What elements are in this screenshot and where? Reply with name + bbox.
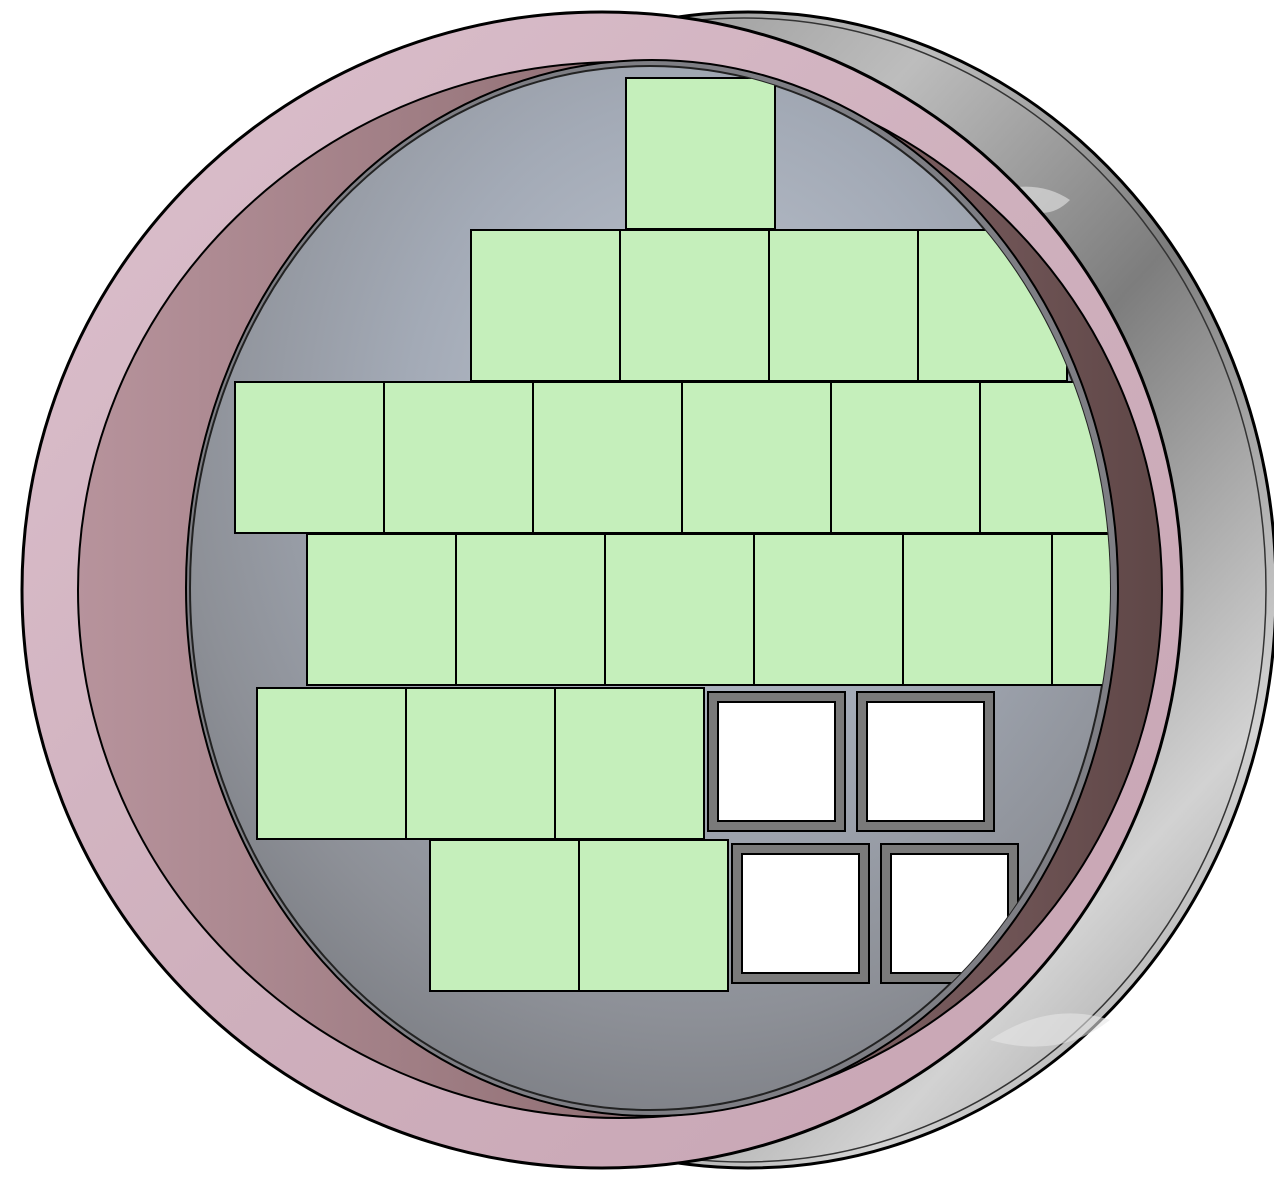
filled-cell	[235, 382, 384, 533]
filled-cell	[769, 230, 918, 381]
filled-cell	[384, 382, 533, 533]
filled-cell	[605, 534, 754, 685]
filled-cell	[456, 534, 605, 685]
filled-cell	[257, 688, 406, 839]
filled-cell	[620, 230, 769, 381]
filled-cell	[430, 840, 579, 991]
filled-cell	[831, 382, 980, 533]
filled-cell	[682, 382, 831, 533]
filled-cell	[533, 382, 682, 533]
filled-cell	[307, 534, 456, 685]
filled-cell	[579, 840, 728, 991]
empty-cell	[708, 692, 845, 831]
filled-cell	[903, 534, 1052, 685]
filled-cell	[754, 534, 903, 685]
filled-cell	[406, 688, 555, 839]
filled-cell	[555, 688, 704, 839]
empty-cell	[857, 692, 994, 831]
filled-cell	[471, 230, 620, 381]
empty-cell	[732, 844, 869, 983]
filled-cell	[626, 78, 775, 229]
